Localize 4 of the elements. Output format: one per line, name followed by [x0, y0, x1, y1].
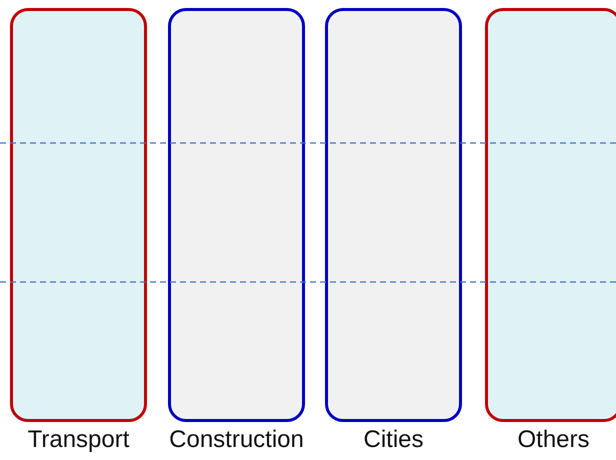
column-label: Cities — [364, 426, 424, 454]
column-label: Transport — [28, 426, 130, 454]
column-label: Others — [517, 426, 590, 454]
column-label: Construction — [169, 426, 304, 454]
